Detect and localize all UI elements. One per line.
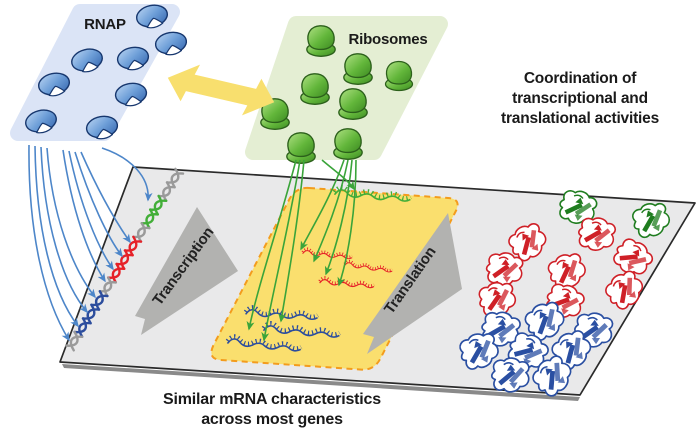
ribosome-arrows (246, 159, 357, 342)
platform-shadow (62, 364, 580, 401)
ribosome-icon (338, 88, 368, 120)
green-arrow (278, 159, 305, 323)
exchange-arrow-icon (167, 64, 275, 116)
ribosome-icon (384, 60, 414, 92)
blue-arrow (80, 151, 131, 244)
rnap-arrows (28, 144, 153, 342)
blue-arrow (101, 147, 153, 202)
ribosome-panel-label: Ribosomes (348, 31, 427, 48)
green-arrow (246, 159, 297, 331)
ribosome-panel: Ribosomes (245, 16, 448, 164)
green-arrow (321, 159, 355, 191)
rnap-panel: RNAP (10, 1, 189, 142)
ribosome-icon (286, 132, 316, 164)
translation-arrow-shape (363, 213, 462, 354)
side-note-line1: Coordination of (524, 70, 637, 87)
side-note-line2: transcriptional and (512, 90, 648, 107)
ribosome-icon (300, 73, 330, 105)
ribosome-icon (333, 128, 363, 160)
ribosome-icon (306, 25, 336, 57)
rnap-panel-label: RNAP (84, 16, 126, 33)
ribosome-icon (343, 53, 373, 85)
caption-line2: across most genes (201, 411, 343, 428)
blue-arrow (34, 145, 79, 328)
green-arrow (261, 159, 301, 342)
blue-arrow (62, 149, 106, 283)
green-arrow (337, 159, 357, 287)
blue-arrow (68, 150, 114, 271)
side-note-line3: translational activities (501, 110, 659, 127)
blue-arrow (74, 151, 123, 258)
blue-arrow (46, 147, 96, 299)
mrna-zone-dashed-border (210, 186, 459, 371)
caption: Similar mRNA characteristics across most… (163, 391, 381, 428)
green-arrow (313, 159, 349, 263)
side-note: Coordination of transcriptional and tran… (501, 70, 659, 127)
transcription-arrow-shape (135, 207, 238, 335)
green-arrow (300, 159, 345, 251)
blue-arrow (40, 146, 88, 314)
caption-line1: Similar mRNA characteristics (163, 391, 381, 408)
green-arrow (324, 159, 353, 276)
blue-arrow (28, 144, 70, 342)
